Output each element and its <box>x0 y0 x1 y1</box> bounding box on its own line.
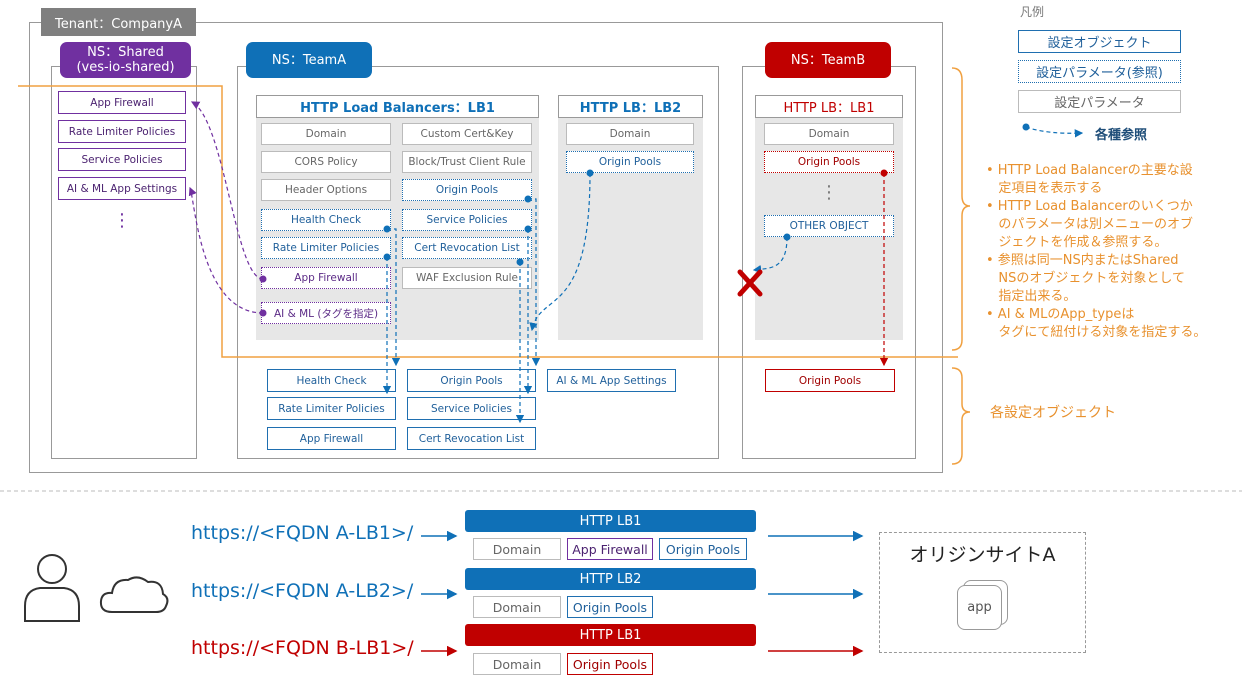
team-b-obj-origin-pools[interactable]: Origin Pools <box>765 369 895 392</box>
notes-brace <box>951 67 971 351</box>
objects-brace <box>951 367 971 465</box>
lb1-service-policies[interactable]: Service Policies <box>402 209 532 231</box>
team-a-lb1-title: HTTP Load Balancers：LB1 <box>256 95 539 118</box>
app-icon: app <box>957 585 1002 630</box>
note-2: • HTTP Load Balancerのいくつか のパラメータは別メニューのオ… <box>986 199 1194 250</box>
team-b-lb1-domain[interactable]: Domain <box>764 123 894 145</box>
lb1-waf-exclusion-rule[interactable]: WAF Exclusion Rule <box>402 267 532 289</box>
obj-service-policies[interactable]: Service Policies <box>407 397 536 420</box>
shared-rate-limiter-policies[interactable]: Rate Limiter Policies <box>58 120 186 143</box>
legend-setting-param: 設定パラメータ <box>1018 90 1181 113</box>
lb1-domain[interactable]: Domain <box>261 123 391 145</box>
legend-ref-dot <box>1022 123 1030 131</box>
tenant-label: Tenant：CompanyA <box>41 8 196 36</box>
team-b-lb1-title: HTTP LB：LB1 <box>755 95 903 118</box>
legend-setting-param-ref: 設定パラメータ(参照) <box>1018 60 1181 83</box>
legend-ref-line <box>1025 126 1084 138</box>
lb2-domain[interactable]: Domain <box>566 123 694 145</box>
flow-3-domain: Domain <box>473 653 561 675</box>
lb1-ai-ml-tag[interactable]: AI & ML (タグを指定) <box>261 302 391 324</box>
team-b-other-object[interactable]: OTHER OBJECT <box>764 215 894 237</box>
obj-origin-pools[interactable]: Origin Pools <box>407 369 536 392</box>
note-1: • HTTP Load Balancerの主要な設 定項目を表示する <box>986 163 1193 196</box>
lb1-health-check[interactable]: Health Check <box>261 209 391 231</box>
flow-3-lb[interactable]: HTTP LB1 <box>465 624 756 646</box>
shared-service-policies[interactable]: Service Policies <box>58 148 186 171</box>
lb1-app-firewall[interactable]: App Firewall <box>261 267 391 289</box>
lb1-block-trust-client-rule[interactable]: Block/Trust Client Rule <box>402 151 532 173</box>
lb2-origin-pools[interactable]: Origin Pools <box>566 151 694 173</box>
cloud-icon <box>99 576 169 613</box>
flow-1-lb[interactable]: HTTP LB1 <box>465 510 756 532</box>
origin-site-title: オリジンサイトA <box>909 544 1056 566</box>
shared-app-firewall[interactable]: App Firewall <box>58 91 186 114</box>
origin-site-frame <box>879 532 1086 653</box>
obj-health-check[interactable]: Health Check <box>267 369 396 392</box>
flow-1-domain: Domain <box>473 538 561 560</box>
shared-ai-ml-app-settings[interactable]: AI & ML App Settings <box>58 177 186 200</box>
obj-ai-ml-app-settings[interactable]: AI & ML App Settings <box>547 369 676 392</box>
lb1-cert-revocation-list[interactable]: Cert Revocation List <box>402 237 532 259</box>
obj-cert-revocation-list[interactable]: Cert Revocation List <box>407 427 536 450</box>
flow-2-origin-pools: Origin Pools <box>567 596 653 618</box>
shared-more-dots: ⋮ <box>113 210 131 231</box>
team-a-lb2-title: HTTP LB：LB2 <box>558 95 703 118</box>
ns-team-a-label: NS：TeamA <box>246 42 372 78</box>
obj-rate-limiter-policies[interactable]: Rate Limiter Policies <box>267 397 396 420</box>
flow-3-url[interactable]: https://<FQDN B-LB1>/ <box>191 637 414 659</box>
ns-team-b-label: NS：TeamB <box>765 42 891 78</box>
notes-block: • HTTP Load Balancerの主要な設 定項目を表示する • HTT… <box>986 162 1242 342</box>
note-4: • AI & MLのApp_typeは タグにて紐付ける対象を指定する。 <box>986 307 1207 340</box>
flow-1-app-firewall: App Firewall <box>567 538 653 560</box>
lb1-rate-limiter-policies[interactable]: Rate Limiter Policies <box>261 237 391 259</box>
lb1-custom-cert-key[interactable]: Custom Cert&Key <box>402 123 532 145</box>
legend-setting-object: 設定オブジェクト <box>1018 30 1181 53</box>
legend-title: 凡例 <box>1020 5 1045 19</box>
lb1-origin-pools[interactable]: Origin Pools <box>402 179 532 201</box>
note-3: • 参照は同一NS内またはShared NSのオブジェクトを対象として 指定出来… <box>986 253 1185 304</box>
lb1-cors-policy[interactable]: CORS Policy <box>261 151 391 173</box>
flow-1-url[interactable]: https://<FQDN A-LB1>/ <box>191 522 414 544</box>
team-b-lb1-origin-pools[interactable]: Origin Pools <box>764 151 894 173</box>
flow-2-lb[interactable]: HTTP LB2 <box>465 568 756 590</box>
team-b-more-dots: ⋮ <box>820 182 838 203</box>
obj-app-firewall[interactable]: App Firewall <box>267 427 396 450</box>
flow-2-url[interactable]: https://<FQDN A-LB2>/ <box>191 580 414 602</box>
lb1-header-options[interactable]: Header Options <box>261 179 391 201</box>
flow-2-domain: Domain <box>473 596 561 618</box>
ns-shared-label: NS：Shared (ves-io-shared) <box>60 42 191 78</box>
flow-1-origin-pools: Origin Pools <box>659 538 747 560</box>
legend-ref-label: 各種参照 <box>1095 128 1148 143</box>
flow-3-origin-pools: Origin Pools <box>567 653 653 675</box>
user-icon <box>24 554 80 622</box>
objects-label: 各設定オブジェクト <box>990 405 1116 421</box>
